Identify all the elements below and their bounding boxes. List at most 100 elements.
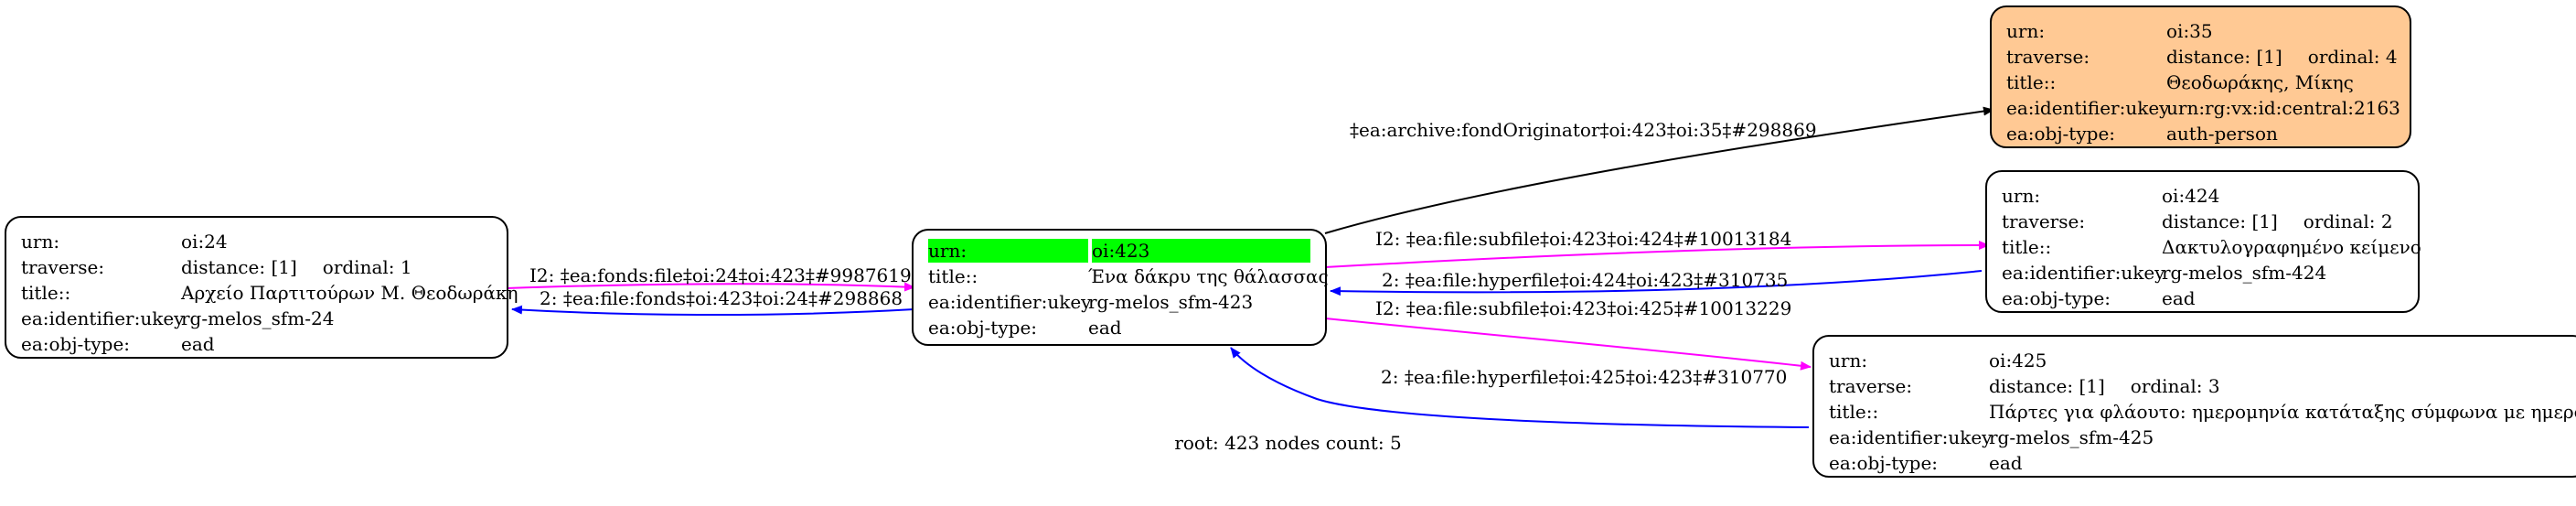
node-oi-423-root[interactable]: urn: oi:423 title:: Ένα δάκρυ της θάλασσ…	[912, 229, 1329, 346]
traverse-distance: distance: [1]	[2162, 210, 2278, 232]
edge-fond-originator	[1324, 106, 1994, 234]
field-key: ea:identifier:ukey	[1829, 426, 1993, 448]
field-key: title::	[928, 265, 978, 287]
node-row-traverse: traverse: distance: [1] ordinal: 2	[2002, 209, 2403, 234]
field-value: Αρχείο Παρτιτούρων Μ. Θεοδωράκη	[181, 282, 518, 304]
edge-label-hyperfile-424: 2: ‡ea:file:hyperfile‡oi:424‡oi:423‡#310…	[1382, 269, 1789, 291]
edge-subfile-425	[1324, 318, 1812, 371]
field-value: rg-melos_sfm-425	[1989, 426, 2154, 448]
node-row-urn: urn: oi:425	[1829, 348, 2572, 373]
field-value: rg-melos_sfm-24	[181, 307, 335, 329]
field-key: traverse:	[21, 256, 105, 278]
field-key: title::	[2002, 236, 2052, 258]
edge-label-file-fonds: 2: ‡ea:file:fonds‡oi:423‡oi:24‡#298868	[540, 287, 903, 309]
node-row-ukey: ea:identifier:ukey rg-melos_sfm-24	[21, 306, 492, 331]
field-value: rg-melos_sfm-423	[1088, 291, 1254, 313]
node-row-title: title:: Αρχείο Παρτιτούρων Μ. Θεοδωράκη	[21, 280, 518, 306]
field-value: distance: [1] ordinal: 2	[2162, 210, 2393, 232]
node-row-obj-type: ea:obj-type: auth-person	[2006, 121, 2395, 146]
field-key: urn:	[21, 231, 60, 253]
field-value: urn:rg:vx:id:central:2163	[2166, 97, 2400, 119]
edge-label-subfile-424: I2: ‡ea:file:subfile‡oi:423‡oi:424‡#1001…	[1375, 228, 1792, 250]
graph-footer: root: 423 nodes count: 5	[1174, 432, 1402, 454]
node-row-title: title:: Δακτυλογραφημένο κείμενο	[2002, 234, 2421, 260]
field-value: distance: [1]ordinal: 1	[181, 256, 412, 278]
field-value: rg-melos_sfm-424	[2162, 262, 2327, 284]
field-value: distance: [1] ordinal: 3	[1989, 375, 2220, 397]
field-key: ea:identifier:ukey	[2006, 97, 2170, 119]
field-value: ead	[1989, 452, 2023, 474]
field-value: ead	[181, 333, 215, 355]
edge-label-fonds-file: I2: ‡ea:fonds:file‡oi:24‡oi:423‡#9987619	[529, 264, 912, 286]
field-key: ea:obj-type:	[928, 317, 1038, 339]
field-value: oi:424	[2162, 185, 2220, 207]
node-row-ukey: ea:identifier:ukey rg-melos_sfm-423	[928, 289, 1310, 315]
node-row-obj-type: ea:obj-type: ead	[2002, 285, 2403, 311]
node-row-urn: urn: oi:424	[2002, 183, 2403, 209]
node-row-obj-type: ea:obj-type: ead	[21, 331, 492, 357]
edge-file-fonds	[511, 305, 915, 316]
node-row-traverse: traverse: distance: [1] ordinal: 4	[2006, 44, 2398, 70]
node-row-title: title:: Θεοδωράκης, Μίκης	[2006, 70, 2395, 95]
field-key: ea:identifier:ukey	[21, 307, 185, 329]
field-value: oi:425	[1989, 350, 2047, 371]
field-key: ea:obj-type:	[2002, 287, 2111, 309]
node-row-obj-type: ea:obj-type: ead	[1829, 450, 2572, 476]
node-row-traverse: traverse: distance: [1] ordinal: 3	[1829, 373, 2572, 399]
field-value: auth-person	[2166, 123, 2278, 145]
field-value: Πάρτες για φλάουτο: ημερομηνία κατάταξης…	[1989, 401, 2576, 423]
field-value: distance: [1] ordinal: 4	[2166, 46, 2398, 68]
field-value: oi:35	[2166, 20, 2213, 42]
node-row-ukey: ea:identifier:ukey urn:rg:vx:id:central:…	[2006, 95, 2400, 121]
edge-label-subfile-425: I2: ‡ea:file:subfile‡oi:423‡oi:425‡#1001…	[1375, 297, 1792, 319]
node-row-traverse: traverse: distance: [1]ordinal: 1	[21, 254, 492, 280]
node-oi-425[interactable]: urn: oi:425 traverse: distance: [1] ordin…	[1812, 335, 2576, 478]
field-key: urn:	[2002, 185, 2041, 207]
node-row-urn: urn: oi:24	[21, 229, 492, 254]
edge-label-hyperfile-425: 2: ‡ea:file:hyperfile‡oi:425‡oi:423‡#310…	[1381, 366, 1788, 388]
field-value: Ένα δάκρυ της θάλασσας	[1088, 265, 1329, 287]
field-value: oi:24	[181, 231, 228, 253]
node-row-ukey: ea:identifier:ukey rg-melos_sfm-424	[2002, 260, 2403, 285]
field-key: title::	[1829, 401, 1879, 423]
field-key: urn:	[2006, 20, 2046, 42]
node-row-urn: urn: oi:35	[2006, 18, 2395, 44]
field-key: title::	[21, 282, 71, 304]
field-key: urn:	[928, 239, 1088, 263]
field-key: ea:identifier:ukey	[928, 291, 1092, 313]
edge-hyperfile-424	[1330, 270, 1983, 296]
node-oi-24[interactable]: urn: oi:24 traverse: distance: [1]ordina…	[5, 216, 518, 359]
traverse-ordinal: ordinal: 2	[2303, 210, 2393, 232]
traverse-ordinal: ordinal: 4	[2307, 46, 2398, 68]
edge-fonds-file	[506, 282, 915, 292]
edge-label-fond-originator: ‡ea:archive:fondOriginator‡oi:423‡oi:35‡…	[1350, 119, 1817, 141]
node-oi-35[interactable]: urn: oi:35 traverse: distance: [1] ordina…	[1990, 5, 2411, 148]
edge-subfile-424	[1324, 241, 1990, 268]
field-value: Δακτυλογραφημένο κείμενο	[2162, 236, 2421, 258]
traverse-ordinal: ordinal: 3	[2130, 375, 2220, 397]
field-key: urn:	[1829, 350, 1868, 371]
node-row-urn: urn: oi:423	[928, 238, 1310, 264]
field-key: traverse:	[2002, 210, 2086, 232]
field-key: ea:obj-type:	[21, 333, 131, 355]
field-value: Θεοδωράκης, Μίκης	[2166, 71, 2354, 93]
field-value: oi:423	[1092, 239, 1310, 263]
field-key: ea:identifier:ukey	[2002, 262, 2165, 284]
node-oi-424[interactable]: urn: oi:424 traverse: distance: [1] ordin…	[1985, 170, 2421, 313]
traverse-distance: distance: [1]	[181, 256, 297, 278]
field-key: ea:obj-type:	[2006, 123, 2116, 145]
edge-hyperfile-425	[1230, 347, 1810, 428]
field-value: ead	[2162, 287, 2196, 309]
field-key: traverse:	[2006, 46, 2090, 68]
node-row-ukey: ea:identifier:ukey rg-melos_sfm-425	[1829, 425, 2572, 450]
field-key: traverse:	[1829, 375, 1913, 397]
traverse-distance: distance: [1]	[2166, 46, 2282, 68]
traverse-distance: distance: [1]	[1989, 375, 2105, 397]
node-row-obj-type: ea:obj-type: ead	[928, 315, 1310, 340]
field-value: ead	[1088, 317, 1122, 339]
field-key: title::	[2006, 71, 2057, 93]
node-row-title: title:: Ένα δάκρυ της θάλασσας	[928, 264, 1329, 289]
field-key: ea:obj-type:	[1829, 452, 1939, 474]
node-row-title: title:: Πάρτες για φλάουτο: ημερομηνία κ…	[1829, 399, 2576, 425]
